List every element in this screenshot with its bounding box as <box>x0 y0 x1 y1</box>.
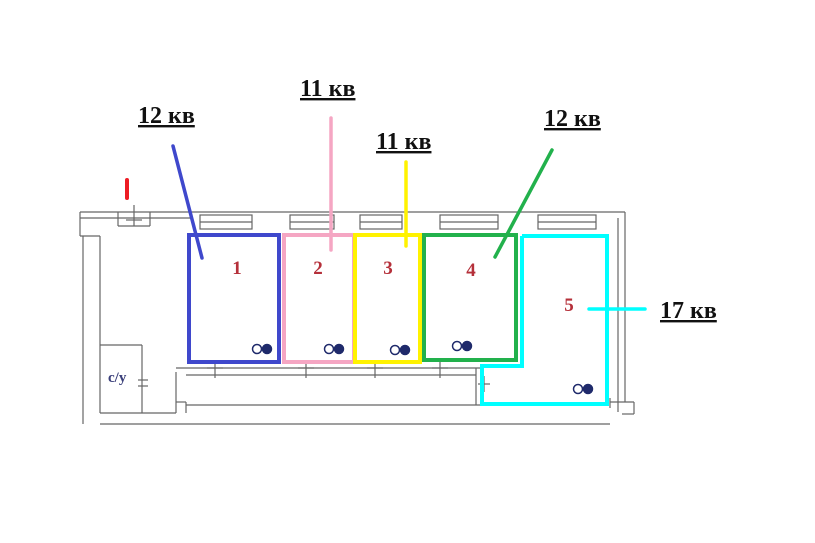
room-4: 12 кв 4 <box>422 106 601 362</box>
room-2-outline <box>282 233 356 364</box>
room-1-pointer <box>171 144 204 260</box>
room-5: 17 кв 5 <box>480 234 717 406</box>
room-2-area-label: 11 кв <box>300 76 356 102</box>
room-1-area-label: 12 кв <box>138 103 195 129</box>
room-2: 11 кв 2 <box>282 76 356 364</box>
room-2-number: 2 <box>313 258 323 279</box>
room-4-area-label: 12 кв <box>544 106 601 132</box>
socket-icon <box>572 383 594 395</box>
room-3-area-label: 11 кв <box>376 129 432 155</box>
room-3-outline <box>353 233 422 364</box>
room-4-pointer <box>493 148 554 259</box>
room-5-number: 5 <box>564 295 574 316</box>
socket-icon <box>323 343 345 355</box>
wc-label: с/у <box>108 370 127 386</box>
room-4-number: 4 <box>466 260 476 281</box>
room-1: 12 кв 1 <box>138 103 281 364</box>
room-1-number: 1 <box>232 258 242 279</box>
room-3-number: 3 <box>383 258 393 279</box>
room-5-outline <box>480 234 609 406</box>
room-3: 11 кв 3 <box>353 129 432 364</box>
room-1-outline <box>187 233 281 364</box>
room-4-outline <box>422 233 518 362</box>
socket-icon <box>389 344 411 356</box>
room-5-area-label: 17 кв <box>660 298 717 324</box>
socket-icon <box>251 343 273 355</box>
socket-icon <box>451 340 473 352</box>
building-walls <box>79 205 635 425</box>
